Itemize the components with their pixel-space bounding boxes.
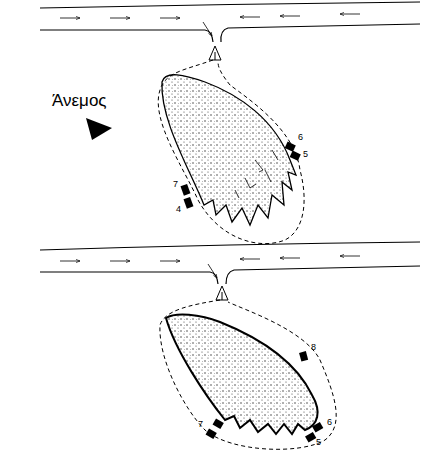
callout-number: 6 [298,133,303,142]
callout-number: 7 [173,180,178,189]
callout-number: 4 [176,205,181,214]
callout-number: 8 [311,343,316,352]
callout-number: 6 [327,418,332,427]
callout-number: 7 [198,420,203,429]
callout-number: 5 [316,438,321,447]
callout-number: 5 [303,150,308,159]
wind-label: Άνεμος [52,92,107,109]
